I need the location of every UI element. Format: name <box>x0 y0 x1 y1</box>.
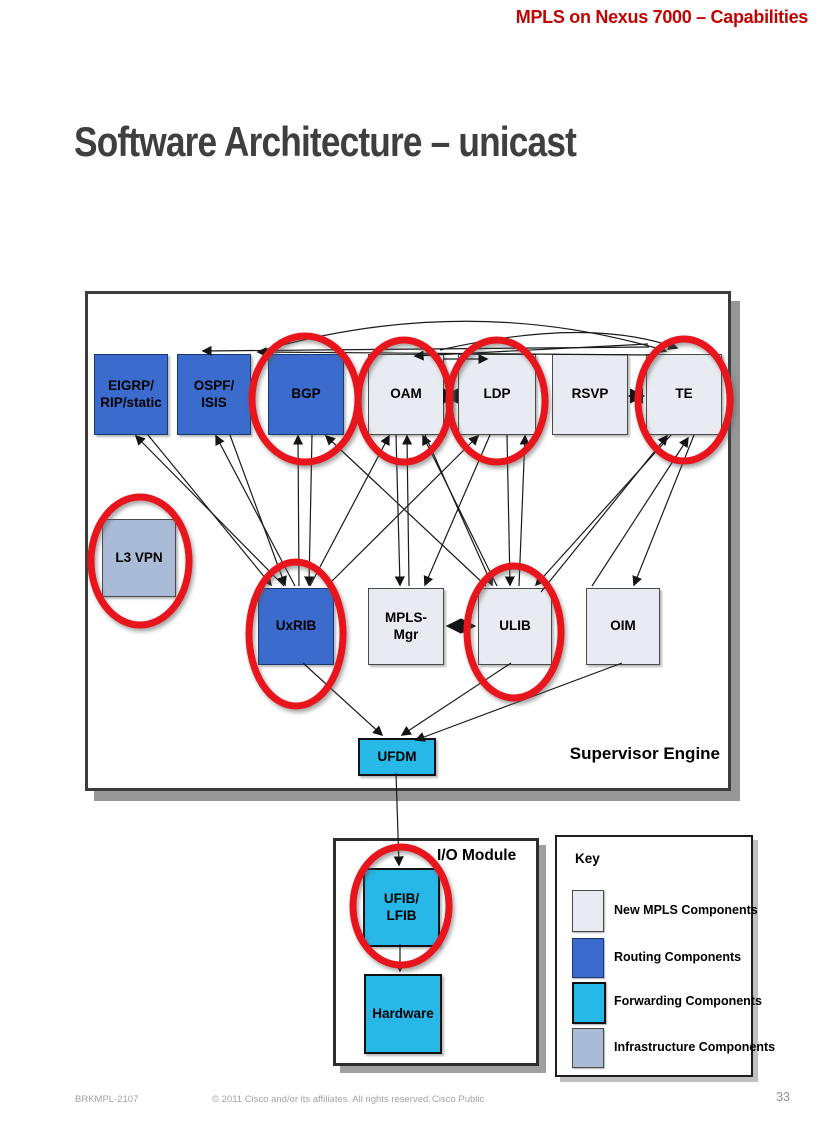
context-title: MPLS on Nexus 7000 – Capabilities <box>515 7 809 27</box>
node-eigrp: EIGRP/ RIP/static <box>94 354 168 435</box>
node-ospf: OSPF/ ISIS <box>177 354 251 435</box>
key-label-new-mpls: New MPLS Components <box>614 903 758 917</box>
node-ulib: ULIB <box>478 588 552 665</box>
key-swatch-new-mpls <box>572 890 604 932</box>
key-swatch-forwarding <box>572 982 606 1024</box>
page-title: Software Architecture – unicast <box>74 118 577 165</box>
key-label-routing: Routing Components <box>614 950 742 964</box>
node-ufdm: UFDM <box>358 738 436 776</box>
footer-copyright: © 2011 Cisco and/or its affiliates. All … <box>212 1094 431 1105</box>
key-label-infrastructure: Infrastructure Components <box>614 1040 776 1054</box>
node-ldp: LDP <box>458 354 536 435</box>
key-title: Key <box>575 851 600 866</box>
key-label-forwarding: Forwarding Components <box>614 994 762 1008</box>
node-te: TE <box>646 354 722 435</box>
node-bgp: BGP <box>268 354 344 435</box>
node-l3vpn: L3 VPN <box>102 519 176 597</box>
node-oam: OAM <box>368 354 444 435</box>
footer-page-number: 33 <box>776 1090 790 1104</box>
node-ufib-lfib: UFIB/ LFIB <box>363 868 440 947</box>
supervisor-engine-label: Supervisor Engine <box>569 744 720 763</box>
footer-classification: Cisco Public <box>432 1094 485 1105</box>
key-swatch-infrastructure <box>572 1028 604 1068</box>
node-oim: OIM <box>586 588 660 665</box>
node-mplsmgr: MPLS- Mgr <box>368 588 444 665</box>
node-rsvp: RSVP <box>552 354 628 435</box>
io-module-label: I/O Module <box>437 847 517 864</box>
key-legend-box: New MPLS Components Routing Components F… <box>555 835 775 1077</box>
node-hardware: Hardware <box>364 974 442 1054</box>
node-uxrib: UxRIB <box>258 588 334 665</box>
key-swatch-routing <box>572 938 604 978</box>
footer-session-id: BRKMPL-2107 <box>75 1094 139 1105</box>
